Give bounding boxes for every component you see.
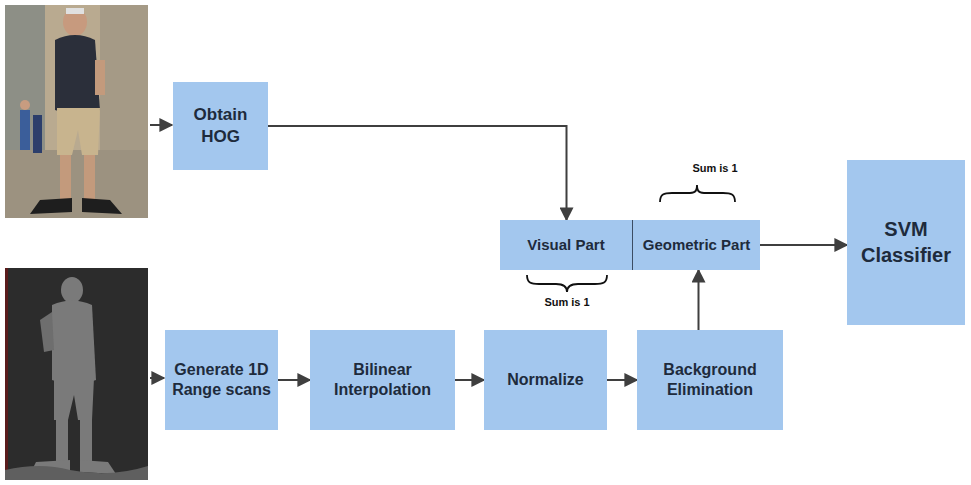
- flow-arrow: [698, 270, 700, 330]
- flow-arrow: [760, 244, 847, 246]
- sum-bracket: [660, 185, 735, 202]
- flow-arrow: [455, 379, 484, 381]
- flow-arrow: [268, 126, 567, 220]
- box-label: Background Elimination: [644, 360, 776, 401]
- box-label: Obtain HOG: [180, 104, 261, 148]
- input-arrow: [150, 377, 164, 379]
- process-box: Background Elimination: [637, 330, 783, 430]
- process-box: Normalize: [484, 330, 607, 430]
- person-photo: [5, 5, 148, 218]
- input-arrow: [150, 124, 172, 126]
- sum-note: Sum is 1: [544, 296, 589, 308]
- process-box: Visual Part: [500, 220, 633, 270]
- box-label: Normalize: [507, 370, 583, 390]
- process-box: Generate 1D Range scans: [165, 330, 278, 430]
- process-box: Obtain HOG: [173, 82, 268, 170]
- sum-bracket: [527, 275, 607, 292]
- process-box: Geometric Part: [633, 220, 760, 270]
- box-label: Generate 1D Range scans: [172, 360, 271, 401]
- box-label: Visual Part: [527, 235, 604, 254]
- depth-image: [5, 268, 148, 480]
- box-label: SVM Classifier: [854, 217, 958, 268]
- flow-arrow: [278, 379, 310, 381]
- process-box: Bilinear Interpolation: [310, 330, 455, 430]
- flow-arrow: [607, 379, 637, 381]
- process-box: SVM Classifier: [847, 160, 965, 325]
- sum-note: Sum is 1: [692, 162, 737, 174]
- box-label: Bilinear Interpolation: [317, 360, 448, 401]
- box-label: Geometric Part: [643, 235, 751, 254]
